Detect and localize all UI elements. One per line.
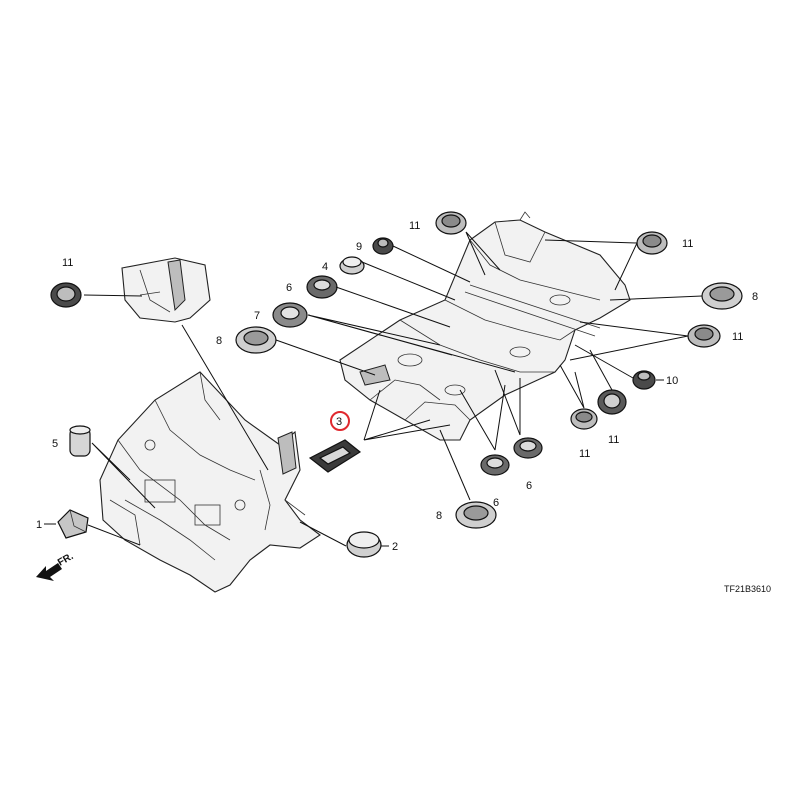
callout-8-left: 8: [216, 335, 222, 347]
grommet-11-lowright2[interactable]: [597, 389, 627, 415]
callout-11-lowright2: 11: [608, 434, 619, 446]
grommet-7[interactable]: [272, 302, 308, 328]
callout-11-top: 11: [409, 220, 420, 232]
arrow-icon: [36, 563, 62, 581]
grommet-11-lowright[interactable]: [570, 408, 598, 430]
callout-9: 9: [356, 241, 362, 253]
grommet-3[interactable]: [308, 439, 362, 473]
callout-8-right: 8: [752, 291, 758, 303]
leader-lines: [83, 231, 703, 547]
callout-11-right: 11: [732, 331, 743, 343]
callout-5: 5: [52, 438, 58, 450]
pad-1[interactable]: [57, 509, 89, 539]
grommet-8-bottom[interactable]: [455, 501, 497, 529]
grommet-11-top[interactable]: [435, 211, 467, 235]
grommet-8-left[interactable]: [235, 326, 277, 354]
callout-6-bottom: 6: [526, 480, 532, 492]
callout-labels: 11 5 1 2 9 4 6 7 8 3 8 6 6 11 11 8 11 10…: [36, 220, 758, 553]
grommet-6-top[interactable]: [306, 275, 338, 299]
grommet-6-bottom[interactable]: [513, 437, 543, 459]
callout-11-topright: 11: [682, 238, 693, 250]
grommet-11-topright[interactable]: [636, 231, 668, 255]
grommet-10[interactable]: [632, 370, 656, 390]
callout-2: 2: [392, 541, 398, 553]
highlight-ring: [330, 411, 350, 431]
front-body-frame: [99, 371, 321, 593]
callout-4: 4: [322, 261, 328, 273]
front-direction-arrow: FR.: [36, 551, 76, 581]
callout-3[interactable]: 3: [336, 416, 342, 428]
upper-side-panel: [121, 257, 211, 323]
callout-8-bottom: 8: [436, 510, 442, 522]
grommet-9[interactable]: [372, 237, 394, 255]
figure-code: TF21B3610: [724, 584, 771, 594]
grommet-11-right[interactable]: [687, 324, 721, 348]
callout-11-left: 11: [62, 257, 73, 269]
cap-2[interactable]: [346, 531, 382, 558]
callout-6-top: 6: [286, 282, 292, 294]
front-label: FR.: [56, 551, 76, 569]
grommet-6-mid[interactable]: [480, 454, 510, 476]
callout-1: 1: [36, 519, 42, 531]
grommet-11-left[interactable]: [50, 282, 82, 308]
plug-5[interactable]: [69, 425, 91, 457]
callout-6-mid: 6: [493, 497, 499, 509]
callout-10: 10: [666, 375, 678, 387]
grommet-8-right[interactable]: [701, 282, 743, 310]
grommet-4[interactable]: [339, 256, 365, 275]
callout-7: 7: [254, 310, 260, 322]
callout-11-lowright: 11: [579, 448, 590, 460]
